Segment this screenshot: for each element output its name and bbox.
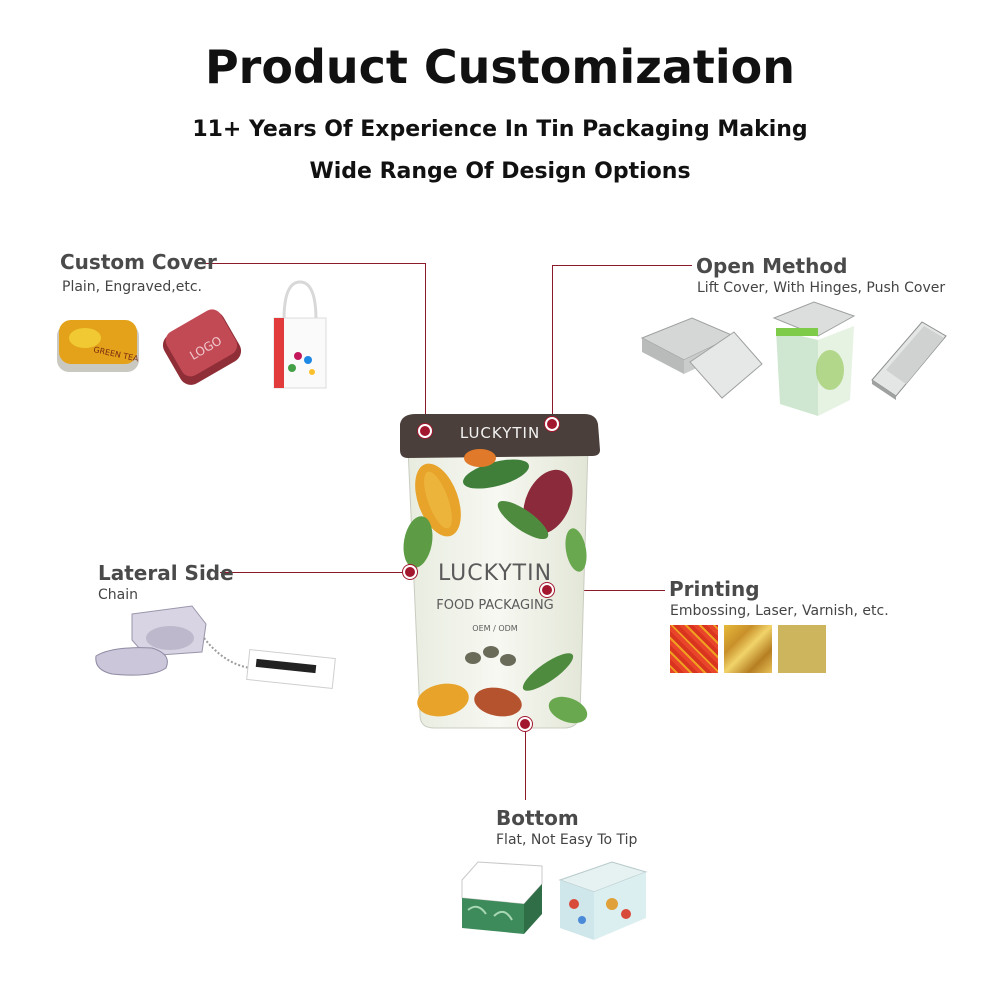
plain-cover-tin-image: GREEN TEA: [57, 320, 140, 372]
tin-brand: LUCKYTIN: [437, 561, 553, 586]
push-cover-tin-image: [871, 321, 947, 400]
connector-lateral-side: [220, 572, 410, 573]
custom-cover-desc: Plain, Engraved,etc.: [62, 279, 202, 295]
marker-printing: [540, 583, 554, 597]
lateral-side-desc: Chain: [98, 587, 138, 603]
flat-bottom-tin-image: [461, 861, 543, 934]
printed-box-tin-image: [558, 861, 648, 940]
gift-bag-tin-image: [273, 280, 327, 389]
engraved-cover-tin-image: LOGO: [162, 309, 242, 385]
laser-swatch: [724, 625, 772, 673]
tin-product-line: FOOD PACKAGING: [436, 598, 554, 613]
connector-open-method-v: [552, 265, 553, 424]
hinged-tin-image: [772, 301, 856, 416]
connector-open-method-h: [552, 265, 692, 266]
printing-title: Printing: [669, 577, 760, 601]
marker-custom-cover: [418, 424, 432, 438]
marker-open-method: [545, 417, 559, 431]
marker-bottom: [518, 717, 532, 731]
chain-tin-image: [95, 605, 336, 689]
tin-lid-brand: LUCKYTIN: [459, 424, 541, 442]
subtitle-experience: 11+ Years Of Experience In Tin Packaging…: [192, 117, 808, 142]
open-method-desc: Lift Cover, With Hinges, Push Cover: [697, 280, 946, 296]
connector-bottom: [525, 724, 526, 800]
lateral-side-title: Lateral Side: [98, 561, 234, 585]
printing-desc: Embossing, Laser, Varnish, etc.: [670, 603, 889, 619]
lift-cover-tin-image: [640, 317, 763, 399]
embossing-swatch: [670, 625, 718, 673]
tin-service: OEM / ODM: [472, 624, 518, 633]
bottom-title: Bottom: [496, 806, 579, 830]
open-method-title: Open Method: [696, 254, 848, 278]
subtitle-design-options: Wide Range Of Design Options: [309, 159, 691, 184]
tin-product-image: [400, 414, 600, 729]
page-title: Product Customization: [204, 40, 796, 94]
bottom-desc: Flat, Not Easy To Tip: [496, 832, 638, 848]
custom-cover-title: Custom Cover: [60, 250, 217, 274]
connector-custom-cover-v: [425, 263, 426, 431]
varnish-swatch: [778, 625, 826, 673]
connector-printing: [547, 590, 665, 591]
marker-lateral-side: [403, 565, 417, 579]
connector-custom-cover-h: [200, 263, 426, 264]
